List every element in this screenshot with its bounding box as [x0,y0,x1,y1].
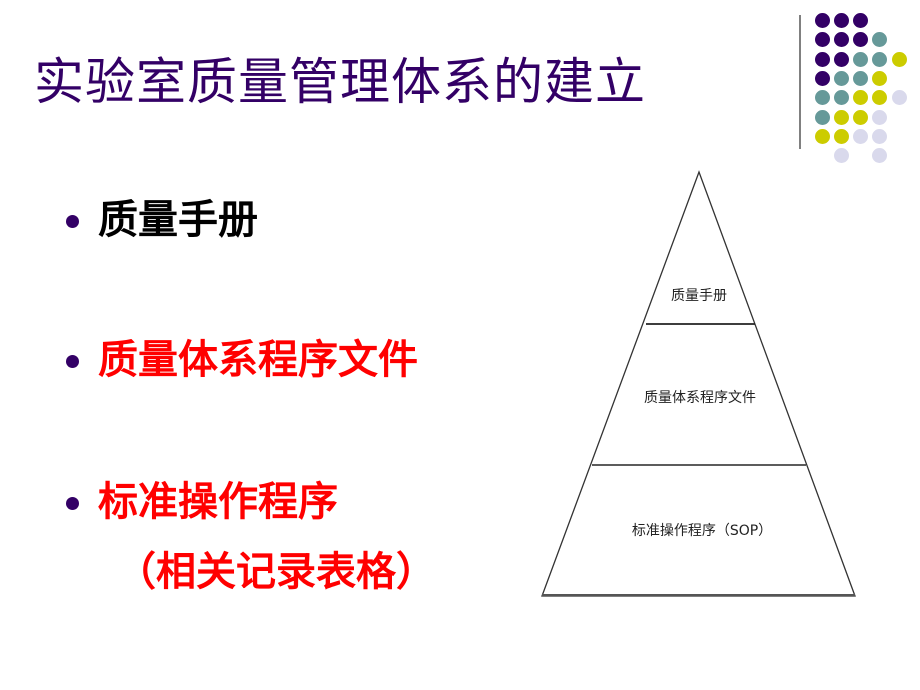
decorative-dot-icon [872,32,887,48]
bullet-dot-icon [66,215,79,228]
decorative-dot-icon [853,109,868,125]
decorative-dot-icon [872,51,887,67]
decorative-dot-icon [834,32,849,48]
title-divider-line [799,15,801,149]
decorative-dot-icon [834,90,849,106]
decorative-dot-icon [815,90,830,106]
decorative-dot-icon [834,13,849,28]
decorative-dot-icon [815,109,830,125]
pyramid-level-top-label: 质量手册 [671,288,727,304]
decorative-dot-icon [853,32,868,48]
decorative-dot-icon [872,148,887,164]
decorative-dot-icon [834,148,849,164]
decorative-dot-icon [853,128,868,144]
decorative-dot-icon [853,90,868,106]
decorative-dot-icon [815,128,830,144]
decorative-dot-icon [872,90,887,106]
bullet-dot-icon [66,497,79,510]
decorative-dot-icon [872,109,887,125]
decorative-dot-icon [853,51,868,67]
decorative-dot-icon [815,13,830,28]
decorative-dot-icon [892,90,907,106]
decorative-dot-icon [815,70,830,86]
decorative-dot-icon [834,109,849,125]
bullet-text: 标准操作程序 [98,479,338,525]
decorative-dot-icon [872,70,887,86]
decorative-dot-icon [853,70,868,86]
bullet-dot-icon [66,355,79,368]
decorative-dot-icon [892,51,907,67]
decorative-dot-icon [834,51,849,67]
decorative-dot-icon [834,128,849,144]
decorative-dot-icon [815,51,830,67]
pyramid-level-bottom-label: 标准操作程序（SOP） [631,523,773,539]
bullet-continuation-text: （相关记录表格） [116,549,436,595]
decorative-dot-icon [815,32,830,48]
decorative-dot-icon [834,70,849,86]
decorative-dot-icon [853,13,868,28]
bullet-text: 质量手册 [98,197,258,243]
decorative-dot-icon [872,128,887,144]
bullet-text: 质量体系程序文件 [98,337,418,383]
pyramid-level-middle-label: 质量体系程序文件 [644,390,756,406]
slide-title: 实验室质量管理体系的建立 [34,53,646,111]
